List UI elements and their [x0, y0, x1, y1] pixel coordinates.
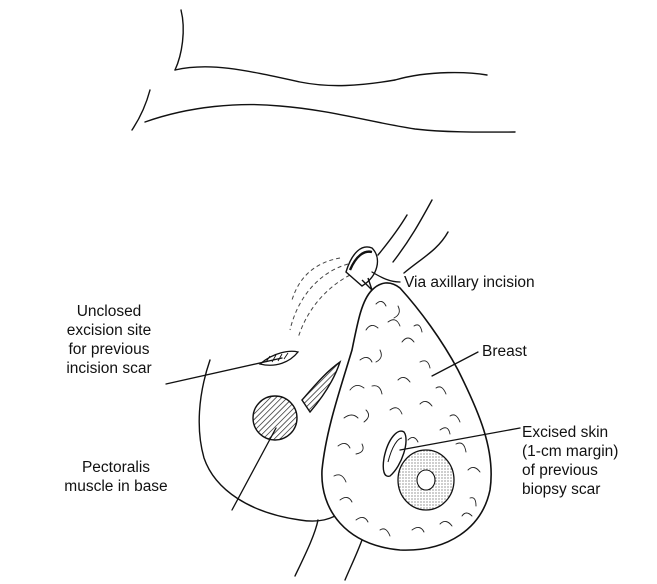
head-contour	[175, 10, 183, 70]
label-line: muscle in base	[46, 477, 186, 496]
label-line: biopsy scar	[522, 480, 618, 499]
label-axillary-incision: Via axillary incision	[404, 273, 535, 292]
label-line: Via axillary incision	[404, 273, 535, 292]
leader-axillary	[372, 272, 400, 282]
muscle-tail	[302, 362, 340, 412]
label-line: Unclosed	[38, 302, 180, 321]
label-breast: Breast	[482, 342, 527, 361]
label-line: of previous	[522, 461, 618, 480]
lower-back-line	[345, 540, 362, 580]
leader-unclosed	[166, 358, 282, 384]
label-line: incision scar	[38, 359, 180, 378]
upper-body-outline	[132, 10, 515, 132]
breast-outline	[322, 283, 491, 550]
shoulder-contour	[175, 67, 395, 86]
label-line: Breast	[482, 342, 527, 361]
arm-contour	[395, 73, 487, 80]
label-unclosed-excision: Unclosed excision site for previous inci…	[38, 302, 180, 378]
axillary-incision	[346, 247, 377, 290]
lower-torso-line	[295, 520, 318, 576]
areola	[398, 450, 454, 510]
chest-contour	[132, 90, 150, 130]
label-line: Pectoralis	[46, 458, 186, 477]
axilla-curve-1	[393, 200, 432, 262]
label-line: (1-cm margin)	[522, 442, 618, 461]
pectoralis-muscle	[253, 362, 340, 440]
label-line: excision site	[38, 321, 180, 340]
label-line: for previous	[38, 340, 180, 359]
breast-specimen	[322, 283, 491, 550]
leader-pectoralis	[232, 428, 276, 510]
back-contour	[145, 105, 515, 133]
label-line: Excised skin	[522, 423, 618, 442]
label-pectoralis: Pectoralis muscle in base	[46, 458, 186, 496]
label-excised-skin: Excised skin (1-cm margin) of previous b…	[522, 423, 618, 499]
